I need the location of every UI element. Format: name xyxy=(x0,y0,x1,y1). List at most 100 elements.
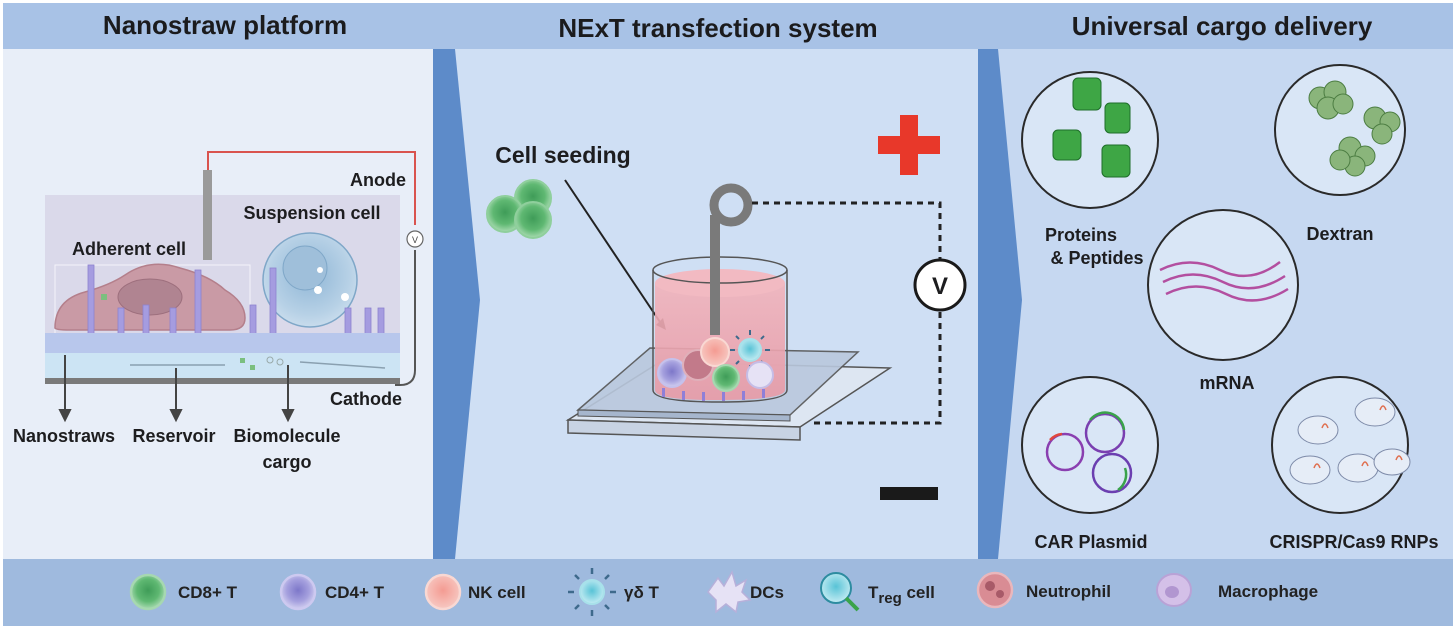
dextran-clusters xyxy=(1308,80,1401,177)
legend-label-neutrophil: Neutrophil xyxy=(1026,582,1111,601)
label-proteins: Proteins xyxy=(1045,225,1117,245)
label-mrna: mRNA xyxy=(1199,373,1254,393)
label-cathode: Cathode xyxy=(330,389,402,409)
label-biomolecule: Biomolecule xyxy=(233,426,340,446)
label-anode: Anode xyxy=(350,170,406,190)
reservoir-cargo xyxy=(250,365,255,370)
circuit-wire xyxy=(752,201,942,425)
label-car-plasmid: CAR Plasmid xyxy=(1034,532,1147,552)
mrna-strands xyxy=(1159,261,1289,302)
voltmeter xyxy=(913,258,967,312)
neutrophil-icon xyxy=(976,571,1014,609)
cd4-t-cell-icon xyxy=(279,573,317,611)
neutrophil-lobe xyxy=(985,581,995,591)
legend-label-macrophage: Macrophage xyxy=(1218,582,1318,601)
rnp-complexes xyxy=(1289,397,1411,485)
voltmeter-small-label: V xyxy=(412,235,418,245)
legend-label-dcs: DCs xyxy=(750,583,784,602)
suspension-vesicle xyxy=(341,293,349,301)
suspension-vesicle xyxy=(317,267,323,273)
mrna-circle xyxy=(1147,209,1299,361)
label-suspension-cell: Suspension cell xyxy=(243,203,380,223)
anode-wire xyxy=(207,151,416,225)
nanostraw-platform-diagram: V xyxy=(13,151,424,472)
seeding-arrow xyxy=(564,179,661,323)
reservoir-cargo xyxy=(266,356,274,364)
next-system-diagram: Cell seeding xyxy=(486,115,967,500)
gamma-delta-t-spikes xyxy=(568,568,616,616)
cargo-delivery-diagram: Proteins & Peptides Dextran mRNA CAR xyxy=(1021,64,1439,552)
cathode-wire xyxy=(395,250,416,386)
label-adherent-cell: Adherent cell xyxy=(72,239,186,259)
label-cell-seeding: Cell seeding xyxy=(495,142,630,168)
treg-cell-icon xyxy=(820,572,852,604)
minus-sign xyxy=(880,487,938,500)
reservoir-cargo xyxy=(299,361,386,369)
dendritic-cell-icon xyxy=(707,570,752,614)
protein-structures xyxy=(1052,77,1131,178)
label-crispr: CRISPR/Cas9 RNPs xyxy=(1269,532,1438,552)
legend-label-cd8: CD8+ T xyxy=(178,583,238,602)
electrode-loop xyxy=(709,183,753,227)
gamma-delta-t-icon xyxy=(579,579,605,605)
title-nanostraw-platform: Nanostraw platform xyxy=(103,10,347,40)
label-cargo: cargo xyxy=(262,452,311,472)
label-reservoir: Reservoir xyxy=(132,426,215,446)
nanostraws xyxy=(87,264,385,338)
well-bottom xyxy=(652,389,788,403)
top-plate-edge xyxy=(577,409,791,422)
legend-item-treg: Treg cell xyxy=(820,572,935,612)
crispr-circle xyxy=(1271,376,1409,514)
label-nanostraws: Nanostraws xyxy=(13,426,115,446)
seeding-cells xyxy=(486,179,552,239)
legend-item-macrophage: Macrophage xyxy=(1156,573,1318,607)
legend-label-nk: NK cell xyxy=(468,583,526,602)
chevron-right xyxy=(978,49,1022,559)
legend-label-gdt: γδ T xyxy=(624,583,659,602)
plus-sign-v xyxy=(900,115,918,175)
electrode-rod xyxy=(710,215,720,335)
chevron-left xyxy=(433,49,480,559)
adherent-nucleus xyxy=(117,278,183,316)
neutrophil-lobe xyxy=(996,590,1004,598)
legend-item-neutrophil: Neutrophil xyxy=(976,571,1111,609)
reservoir-cargo xyxy=(276,358,284,366)
treg-handle xyxy=(844,596,860,612)
legend-label-cd4: CD4+ T xyxy=(325,583,385,602)
title-universal-cargo: Universal cargo delivery xyxy=(1072,11,1373,41)
plasmid-rings xyxy=(1045,411,1133,494)
legend-label-treg: Treg cell xyxy=(868,583,935,607)
legend-item-gdt: γδ T xyxy=(568,568,659,616)
label-dextran: Dextran xyxy=(1306,224,1373,244)
base-plate xyxy=(45,378,400,384)
suspension-nucleus xyxy=(282,245,328,291)
legend-item-cd8: CD8+ T xyxy=(129,573,238,611)
cargo-particle xyxy=(101,294,107,300)
suspension-vesicle xyxy=(314,286,322,294)
bottom-plate-edge xyxy=(567,419,801,441)
header-bar xyxy=(3,3,1453,49)
treg-rest: cell xyxy=(902,583,935,602)
pointer-arrows xyxy=(58,355,295,423)
title-next-system: NExT transfection system xyxy=(558,13,877,43)
nk-cell-icon xyxy=(424,573,462,611)
legend-item-cd4: CD4+ T xyxy=(279,573,385,611)
legend: CD8+ T CD4+ T NK cell γδ T DCs xyxy=(129,568,1318,616)
well-cells xyxy=(657,330,774,392)
treg-main: T xyxy=(868,583,879,602)
rnp-guides xyxy=(1313,405,1403,469)
cd8-t-cell-icon xyxy=(129,573,167,611)
macrophage-nucleus xyxy=(1165,586,1179,598)
legend-item-dcs: DCs xyxy=(707,570,784,614)
voltmeter-label: V xyxy=(932,273,948,300)
legend-item-nk: NK cell xyxy=(424,573,526,611)
reservoir-cargo xyxy=(240,358,245,363)
voltmeter-small xyxy=(406,230,424,248)
membrane xyxy=(45,333,400,353)
anode-electrode xyxy=(203,170,212,260)
well-nanostraws xyxy=(662,388,765,401)
label-peptides: & Peptides xyxy=(1050,248,1143,268)
treg-subscript: reg xyxy=(878,590,901,607)
